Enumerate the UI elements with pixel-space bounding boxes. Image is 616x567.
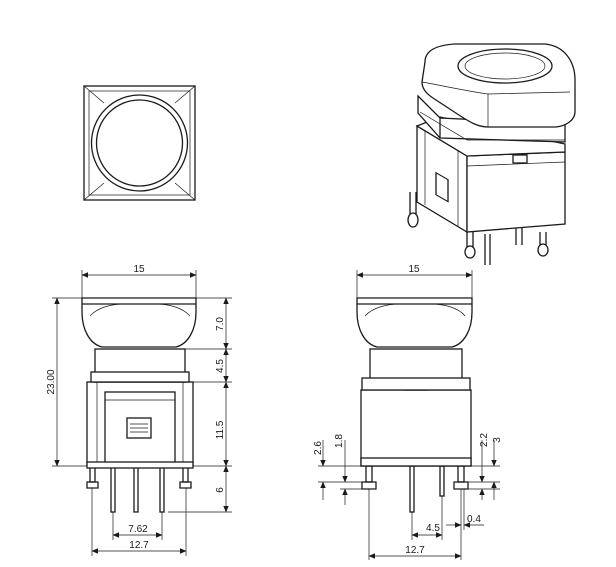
side-view: 15 2.6 1.8 2.2 3 4.5 0.4 12.7 [313, 264, 503, 560]
side-pin-spacing-a-label: 4.5 [426, 523, 440, 534]
front-total-height-label: 23.00 [46, 369, 57, 394]
side-body [360, 389, 472, 467]
cap-inner-circle [95, 99, 184, 187]
side-right-offset-a-label: 2.2 [479, 433, 490, 447]
cap-outer-circle [90, 94, 189, 192]
front-width-label: 15 [133, 264, 145, 275]
iso-latch [435, 171, 449, 203]
front-pin-spacing-inner-label: 7.62 [128, 524, 148, 535]
front-view: 15 23.00 7.0 4.5 11.5 6 7.62 12.7 [46, 264, 232, 556]
iso-cap-top-ellipse [457, 48, 553, 84]
front-pin-length-label: 6 [215, 487, 226, 493]
side-right-offset-b-label: 3 [492, 437, 503, 443]
side-pin-spacing-b-label: 12.7 [405, 545, 425, 556]
front-body-height-label: 11.5 [215, 420, 226, 439]
side-neck [369, 348, 463, 383]
side-cap [356, 297, 473, 348]
front-neck-height-label: 4.5 [215, 359, 226, 373]
front-cap [81, 297, 197, 348]
isometric-view [407, 43, 576, 265]
side-pin-thickness-label: 0.4 [467, 514, 481, 525]
top-view [83, 85, 196, 201]
side-left-offset-b-label: 1.8 [334, 434, 345, 448]
side-left-offset-a-label: 2.6 [313, 441, 324, 455]
front-cap-height-label: 7.0 [215, 317, 226, 331]
top-view-outline [83, 85, 196, 201]
front-pin-spacing-outer-label: 12.7 [129, 540, 149, 551]
side-width-label: 15 [408, 264, 420, 275]
